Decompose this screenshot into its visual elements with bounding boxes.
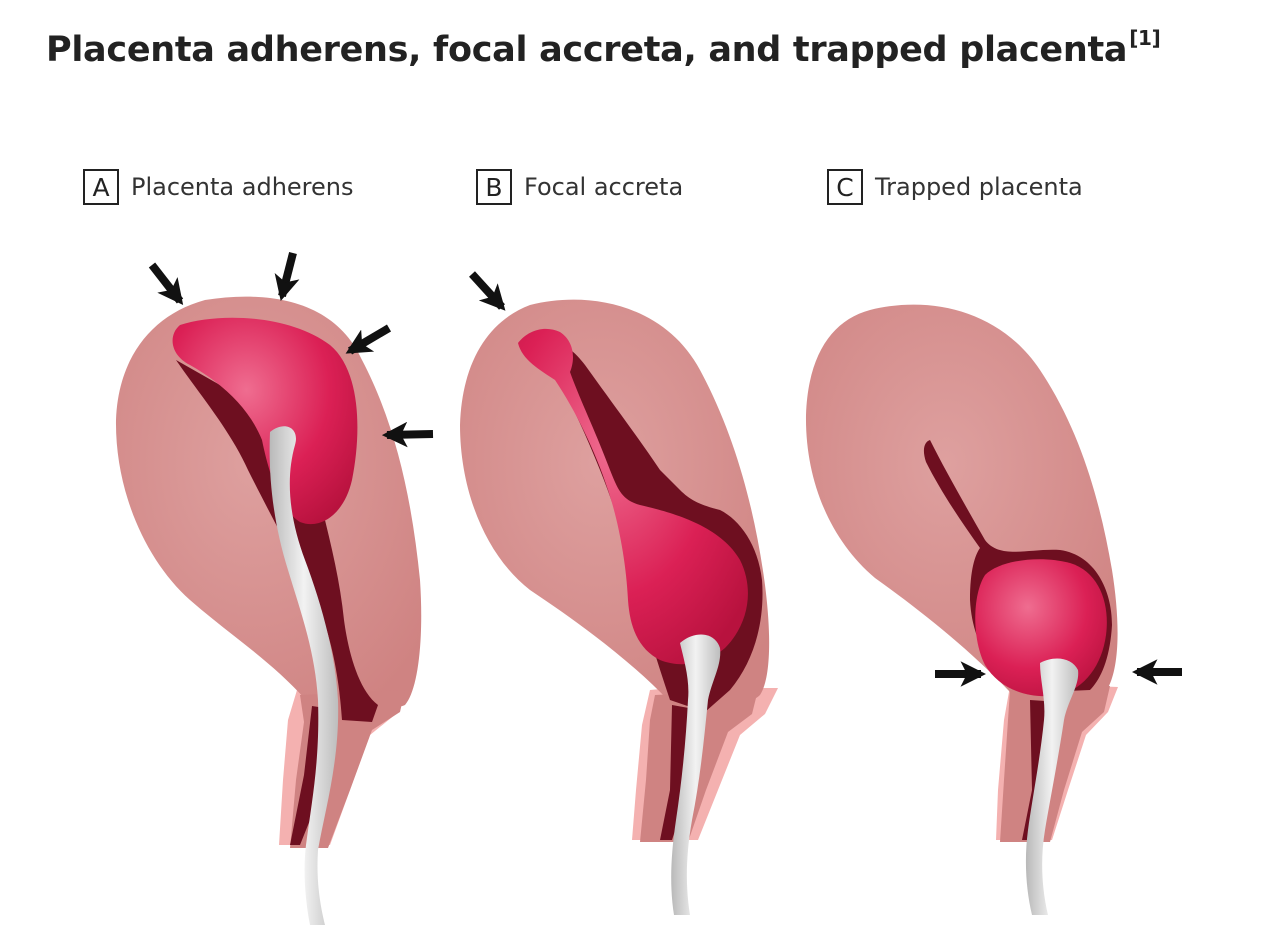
panel-a-label: A Placenta adherens — [83, 167, 354, 207]
panel-b-placenta — [518, 328, 748, 665]
panel-a-arrow-2 — [274, 252, 300, 301]
figure-title: Placenta adherens, focal accreta, and tr… — [46, 26, 1161, 70]
panel-b-cervix-rim — [632, 688, 778, 840]
panel-c-label: C Trapped placenta — [827, 167, 1083, 207]
panel-a-caption: Placenta adherens — [131, 173, 354, 201]
panel-a-arrow-4 — [381, 421, 434, 448]
panel-b-arrow-1 — [469, 271, 506, 311]
panel-c-illustration — [805, 304, 1182, 915]
panel-a-arrow-3 — [345, 324, 392, 355]
panel-b-illustration — [460, 271, 778, 915]
panel-a-placenta — [172, 317, 358, 525]
reference-superscript: [1] — [1129, 26, 1161, 50]
panel-c-letter-box: C — [827, 169, 863, 205]
title-text: Placenta adherens, focal accreta, and tr… — [46, 30, 1128, 70]
panel-b-label: B Focal accreta — [476, 167, 683, 207]
panel-b-letter-box: B — [476, 169, 512, 205]
panel-c-umbilical-cord — [1025, 658, 1079, 915]
panel-c-caption: Trapped placenta — [875, 173, 1083, 201]
panel-b-umbilical-cord — [671, 634, 721, 915]
panel-a-umbilical-cord — [269, 426, 339, 925]
panel-c-placenta — [975, 559, 1107, 697]
panel-a-arrow-1 — [148, 262, 184, 306]
panel-a-illustration — [115, 252, 434, 925]
panel-b-caption: Focal accreta — [524, 173, 684, 201]
panel-a-letter-box: A — [83, 169, 119, 205]
